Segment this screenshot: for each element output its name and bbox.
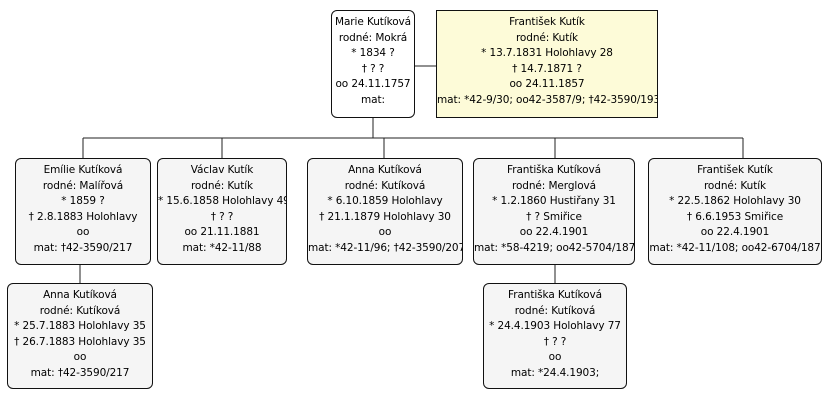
person-card-anna[interactable]: Anna Kutíková rodné: Kutíková * 6.10.185… bbox=[307, 158, 463, 265]
person-name: Marie Kutíková bbox=[335, 16, 411, 28]
person-card-frantiska[interactable]: Františka Kutíková rodné: Merglová * 1.2… bbox=[473, 158, 635, 265]
person-birth-name: rodné: Kutík bbox=[703, 179, 767, 192]
person-name: Václav Kutík bbox=[190, 164, 254, 176]
person-birth-name: rodné: Kutíková bbox=[39, 304, 121, 317]
person-birth-name: rodné: Merglová bbox=[512, 179, 596, 192]
person-marriage: oo 24.11.1857 bbox=[509, 78, 585, 90]
person-name: Františka Kutíková bbox=[507, 164, 601, 176]
person-birth: * 1.2.1860 Hustiřany 31 bbox=[492, 195, 616, 207]
person-card-vaclav[interactable]: Václav Kutík rodné: Kutík * 15.6.1858 Ho… bbox=[157, 158, 287, 265]
person-records: mat: †42-3590/217 bbox=[30, 366, 130, 379]
person-birth: * 1834 ? bbox=[351, 47, 395, 59]
person-records: mat: *58-4219; oo42-5704/187 bbox=[474, 241, 635, 254]
person-birth: * 6.10.1859 Holohlavy bbox=[327, 195, 443, 207]
person-marriage: oo 22.4.1901 bbox=[519, 226, 589, 238]
person-marriage: oo bbox=[378, 226, 392, 238]
person-name: František Kutík bbox=[509, 16, 585, 28]
person-death: † 26.7.1883 Holohlavy 35 bbox=[14, 335, 146, 348]
person-birth: * 1859 ? bbox=[61, 195, 105, 207]
person-birth-name: rodné: Mokrá bbox=[338, 31, 408, 44]
person-death: † ? ? bbox=[543, 335, 567, 348]
person-death: † ? ? bbox=[210, 210, 234, 223]
person-name: Anna Kutíková bbox=[348, 164, 422, 176]
person-records: mat: *42-9/30; oo42-3587/9; †42-3590/193 bbox=[437, 93, 658, 106]
person-name: Anna Kutíková bbox=[43, 289, 117, 301]
person-records: mat: *42-11/108; oo42-6704/187 bbox=[649, 241, 821, 254]
person-birth: * 25.7.1883 Holohlavy 35 bbox=[14, 320, 146, 332]
person-birth-name: rodné: Malířová bbox=[42, 179, 124, 192]
person-birth: * 15.6.1858 Holohlavy 49 bbox=[158, 195, 287, 207]
person-card-grandchild-frantiska[interactable]: Františka Kutíková rodné: Kutíková * 24.… bbox=[483, 283, 627, 389]
person-death: † 14.7.1871 ? bbox=[512, 62, 582, 75]
person-name: Emílie Kutíková bbox=[43, 164, 123, 176]
person-card-frantisek[interactable]: František Kutík rodné: Kutík * 22.5.1862… bbox=[648, 158, 822, 265]
person-birth-name: rodné: Kutíková bbox=[344, 179, 426, 192]
person-card-mother[interactable]: Marie Kutíková rodné: Mokrá * 1834 ? † ?… bbox=[331, 10, 415, 118]
person-card-emilie[interactable]: Emílie Kutíková rodné: Malířová * 1859 ?… bbox=[15, 158, 151, 265]
person-records: mat: bbox=[361, 93, 385, 106]
person-death: † 6.6.1953 Smiřice bbox=[686, 210, 784, 223]
person-death: † ? Smiřice bbox=[526, 210, 582, 223]
person-birth-name: rodné: Kutík bbox=[190, 179, 254, 192]
person-birth-name: rodné: Kutíková bbox=[514, 304, 596, 317]
person-records: mat: †42-3590/217 bbox=[33, 241, 133, 254]
person-death: † 21.1.1879 Holohlavy 30 bbox=[319, 210, 451, 223]
person-birth: * 24.4.1903 Holohlavy 77 bbox=[489, 320, 621, 332]
person-marriage: oo 22.4.1901 bbox=[700, 226, 770, 238]
person-records: mat: *24.4.1903; bbox=[510, 366, 600, 379]
person-marriage: oo 24.11.1757 bbox=[335, 78, 411, 90]
person-birth: * 13.7.1831 Holohlavy 28 bbox=[481, 47, 613, 59]
person-card-grandchild-anna[interactable]: Anna Kutíková rodné: Kutíková * 25.7.188… bbox=[7, 283, 153, 389]
person-marriage: oo bbox=[548, 351, 562, 363]
person-birth: * 22.5.1862 Holohlavy 30 bbox=[669, 195, 801, 207]
person-death: † 2.8.1883 Holohlavy bbox=[28, 210, 138, 223]
person-death: † ? ? bbox=[361, 62, 385, 75]
person-name: Františka Kutíková bbox=[508, 289, 602, 301]
person-birth-name: rodné: Kutík bbox=[515, 31, 579, 44]
person-marriage: oo 21.11.1881 bbox=[184, 226, 260, 238]
person-name: František Kutík bbox=[697, 164, 773, 176]
person-records: mat: *42-11/88 bbox=[182, 241, 262, 254]
person-card-father[interactable]: František Kutík rodné: Kutík * 13.7.1831… bbox=[436, 10, 658, 118]
person-marriage: oo bbox=[73, 351, 87, 363]
person-marriage: oo bbox=[76, 226, 90, 238]
person-records: mat: *42-11/96; †42-3590/207 bbox=[308, 241, 463, 254]
